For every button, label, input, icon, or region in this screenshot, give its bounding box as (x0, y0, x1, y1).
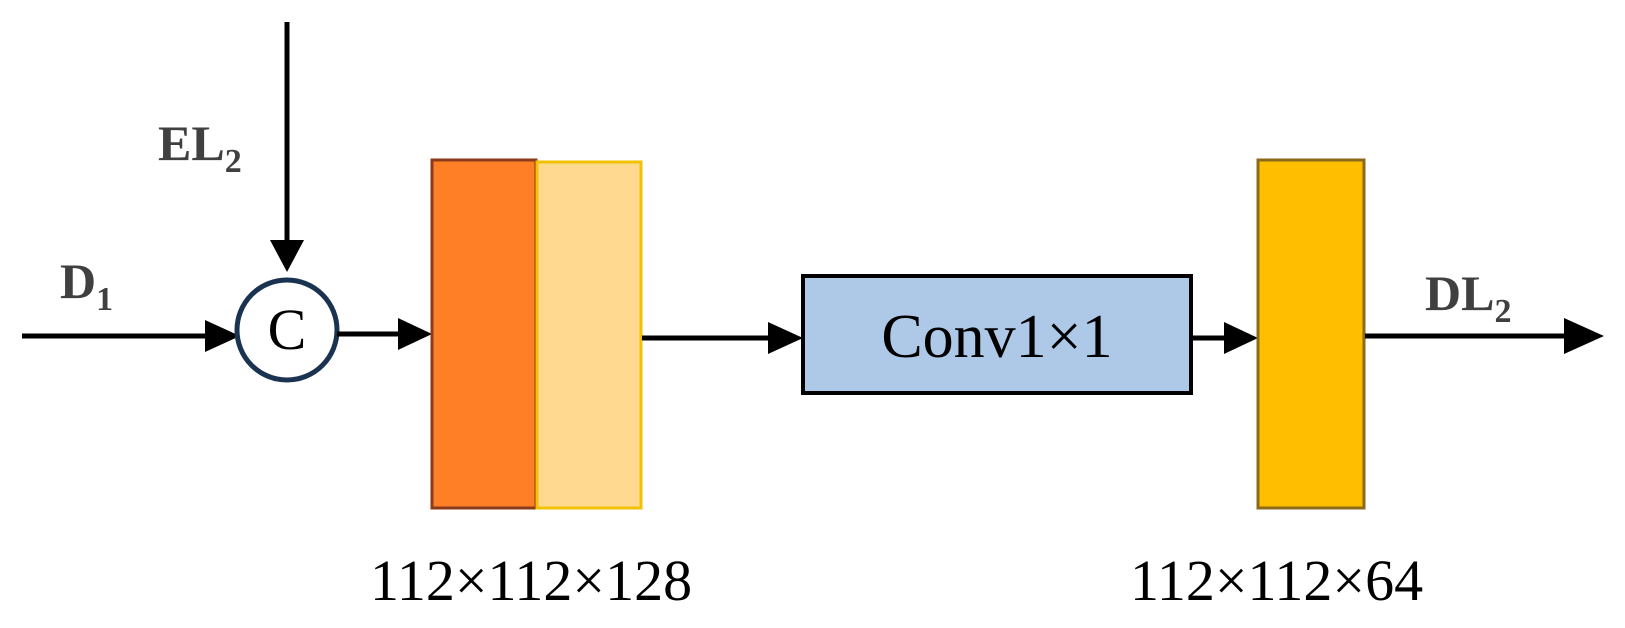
dl2-label: DL2 (1425, 265, 1511, 330)
feature-map-output (1256, 158, 1366, 510)
feature-map-orange (430, 158, 538, 510)
d1-label: D1 (60, 253, 113, 318)
feature-to-conv-arrowhead (768, 322, 803, 354)
d1-arrowhead (205, 320, 240, 352)
conv-to-output-arrowhead (1224, 322, 1258, 354)
concat-dims-label: 112×112×128 (370, 548, 692, 613)
el2-arrowhead (270, 240, 304, 272)
concat-to-feature-arrowhead (398, 318, 432, 350)
feature-map-light (535, 160, 643, 510)
output-dims-label: 112×112×64 (1130, 548, 1423, 613)
concat-node (234, 277, 340, 383)
concat-symbol: C (268, 297, 307, 362)
conv-block-label: Conv1×1 (881, 303, 1112, 371)
conv-block (801, 274, 1193, 395)
output-arrowhead (1564, 318, 1604, 354)
el2-label: EL2 (158, 115, 242, 180)
